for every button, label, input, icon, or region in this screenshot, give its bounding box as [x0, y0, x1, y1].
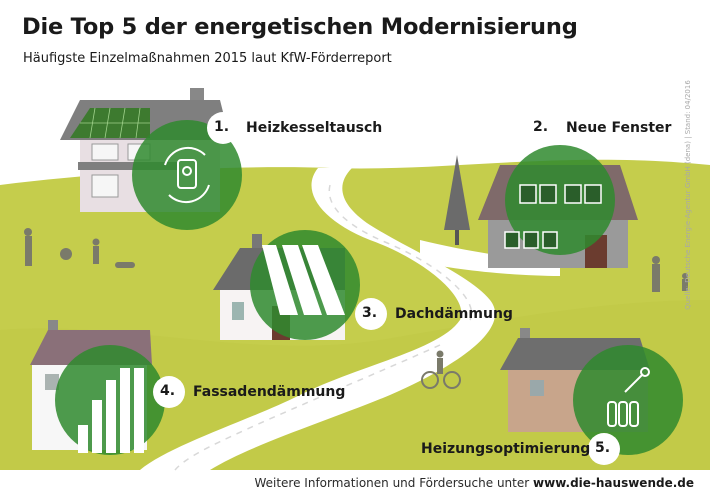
measure-4-number: 4.	[160, 383, 176, 399]
measure-4-label: Fassadendämmung	[193, 384, 346, 400]
measure-5-number: 5.	[595, 440, 611, 456]
road-dash-2	[174, 344, 441, 471]
footer-link[interactable]: www.die-hauswende.de	[533, 476, 694, 490]
measure-1-number: 1.	[214, 119, 230, 135]
measure-1-label: Heizkesseltausch	[246, 120, 383, 136]
road-main	[140, 168, 496, 470]
page-subtitle: Häufigste Einzelmaßnahmen 2015 laut KfW-…	[23, 51, 392, 66]
window-icon	[504, 184, 602, 249]
family-silhouettes	[24, 228, 688, 389]
circle-heating-optimisation	[573, 345, 683, 455]
roof-insulation-icon	[262, 245, 345, 315]
road-dash	[328, 184, 473, 321]
boiler-icon	[164, 146, 210, 204]
page-title: Die Top 5 der energetischen Modernisieru…	[22, 14, 578, 40]
tree-icon	[444, 155, 470, 245]
measure-5-label: Heizungsoptimierung	[421, 441, 591, 457]
measure-2-number: 2.	[533, 119, 549, 135]
circle-windows	[505, 145, 615, 255]
measure-2-label: Neue Fenster	[566, 120, 672, 136]
footer: Weitere Informationen und Fördersuche un…	[254, 476, 694, 490]
measure-3-number: 3.	[362, 305, 378, 321]
radiator-wrench-icon	[607, 367, 650, 427]
footer-text: Weitere Informationen und Fördersuche un…	[254, 476, 530, 490]
measure-3-label: Dachdämmung	[395, 306, 513, 322]
facade-insulation-icon	[78, 368, 144, 453]
